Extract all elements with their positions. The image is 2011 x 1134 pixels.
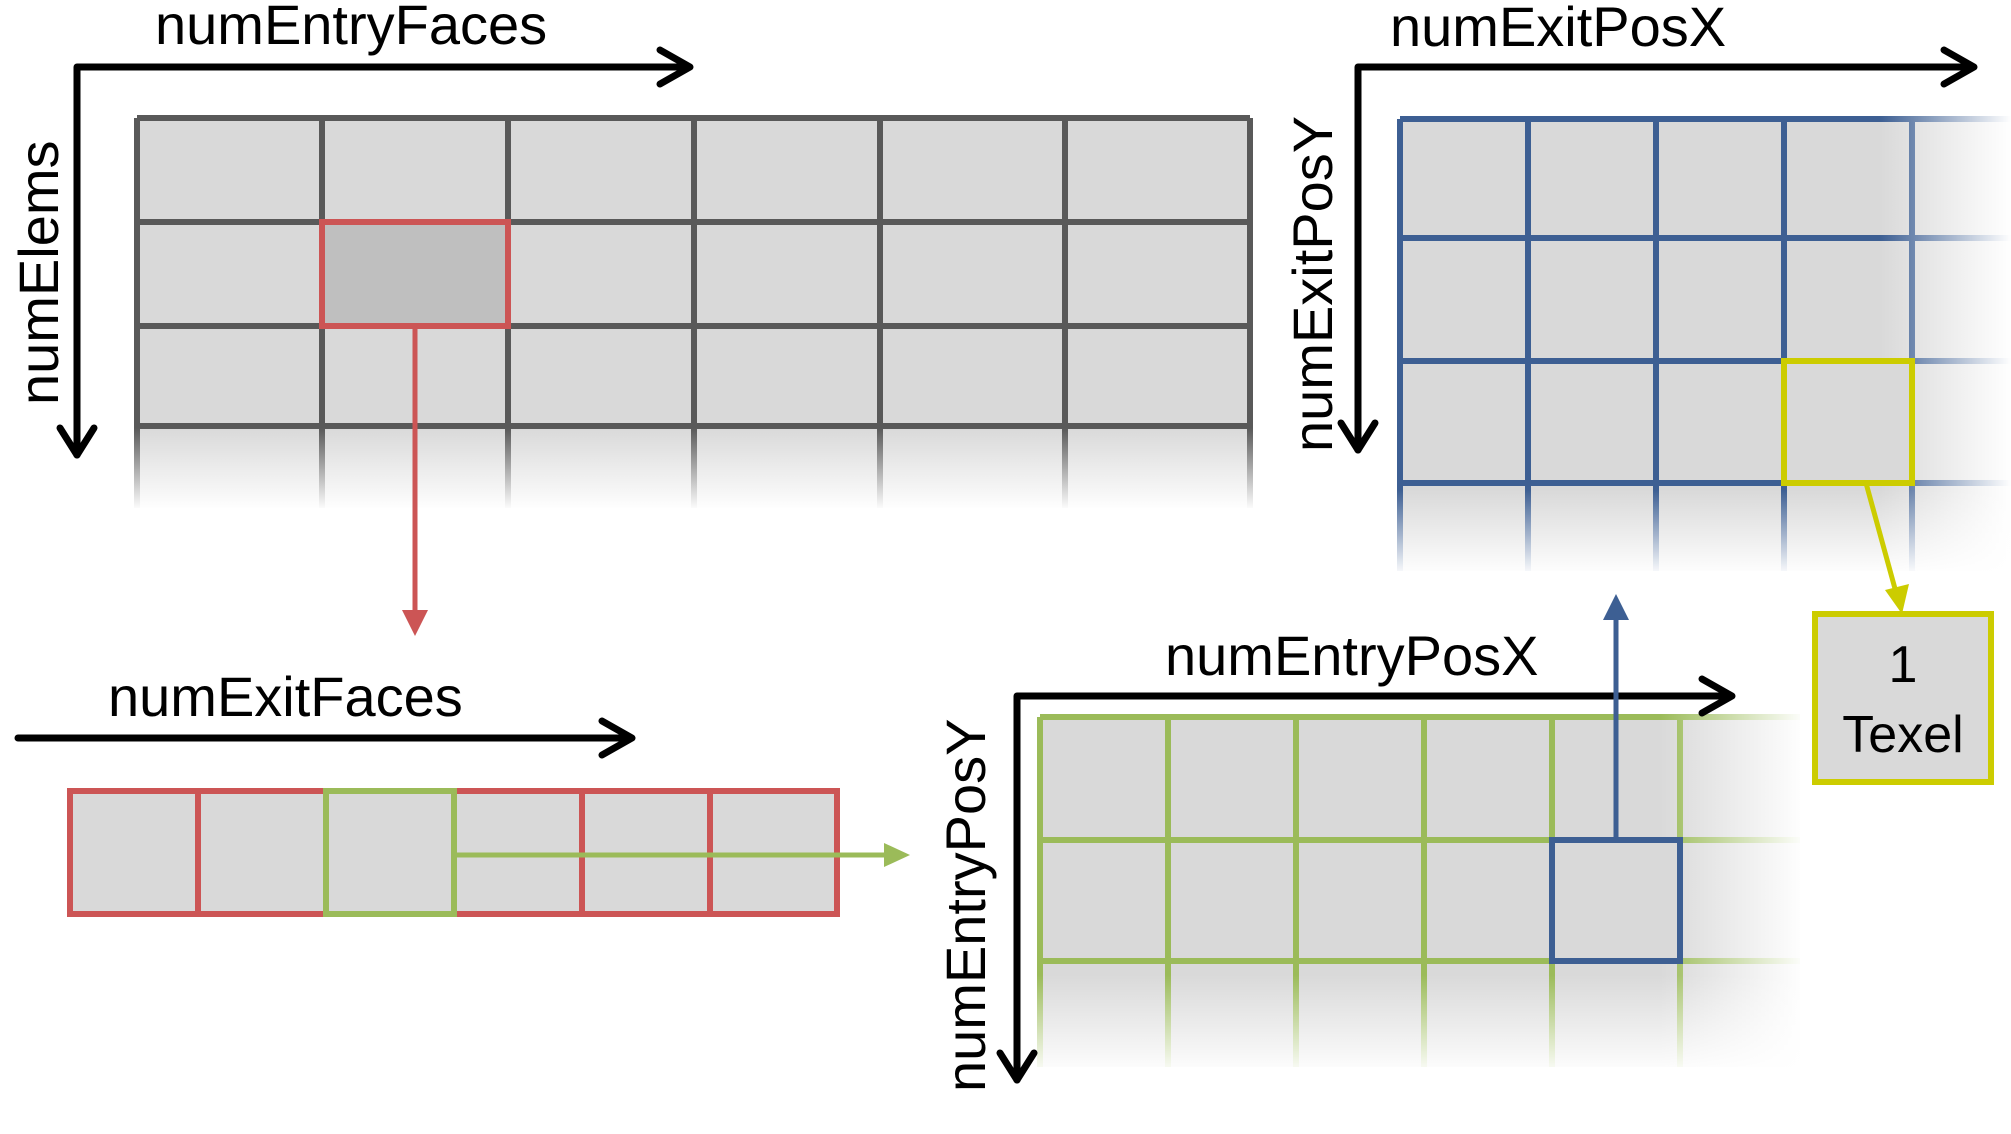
exit-pos-y-arrowhead-icon: [1337, 419, 1379, 454]
num-exit-pos-x-label: numExitPosX: [1390, 0, 1726, 58]
entry-faces-grid-fade: [120, 428, 1270, 510]
blue-arrowhead-icon: [1603, 594, 1629, 620]
entry-faces-axes: [56, 46, 694, 459]
red-arrowhead-icon: [402, 610, 428, 636]
num-exit-faces-label: numExitFaces: [108, 665, 463, 728]
selected-exit-pos-cell: [1781, 358, 1915, 486]
exit-faces-axis: [14, 717, 636, 759]
entry-pos-y-arrowhead-icon: [996, 1049, 1038, 1084]
texel-pointer-arrow: [1863, 482, 1909, 614]
exit-pos-axes: [1337, 46, 1978, 454]
exit-pos-grid-fade-bottom: [1390, 490, 2011, 575]
green-arrowhead-icon: [884, 843, 910, 867]
entry-pos-grid: [1030, 700, 1810, 1080]
num-entry-pos-x-label: numEntryPosX: [1165, 624, 1539, 687]
num-elems-arrowhead-icon: [56, 424, 98, 459]
num-exit-pos-y-label: numExitPosY: [1281, 116, 1344, 452]
selected-entry-face-cell: [319, 219, 511, 329]
exit-pos-grid: [1390, 100, 2011, 580]
num-elems-label: numElems: [7, 140, 70, 405]
num-entry-faces-label: numEntryFaces: [155, 0, 547, 56]
texel-unit: Texel: [1842, 706, 1963, 764]
exit-faces-arrowhead-icon: [598, 717, 636, 759]
entry-faces-grid: [120, 115, 1270, 510]
entry-pos-x-arrowhead-icon: [1698, 675, 1736, 717]
num-entry-pos-y-label: numEntryPosY: [934, 719, 997, 1093]
texel-count: 1: [1889, 636, 1918, 694]
entry-to-exit-faces-arrow: [402, 326, 428, 636]
exit-face-to-entry-pos-arrow: [454, 843, 910, 867]
entry-pos-grid-fade-bottom: [1030, 975, 1810, 1075]
entry-faces-arrowhead-icon: [656, 46, 694, 88]
entry-pos-axes: [996, 675, 1736, 1084]
entry-faces-axis-line: [73, 63, 692, 459]
yellow-arrowhead-icon: [1885, 584, 1909, 614]
texel-legend-box: 1 Texel: [1812, 611, 1994, 785]
entry-pos-to-exit-pos-arrow: [1603, 594, 1629, 840]
exit-pos-x-arrowhead-icon: [1940, 46, 1978, 88]
selected-entry-pos-cell: [1549, 837, 1683, 964]
